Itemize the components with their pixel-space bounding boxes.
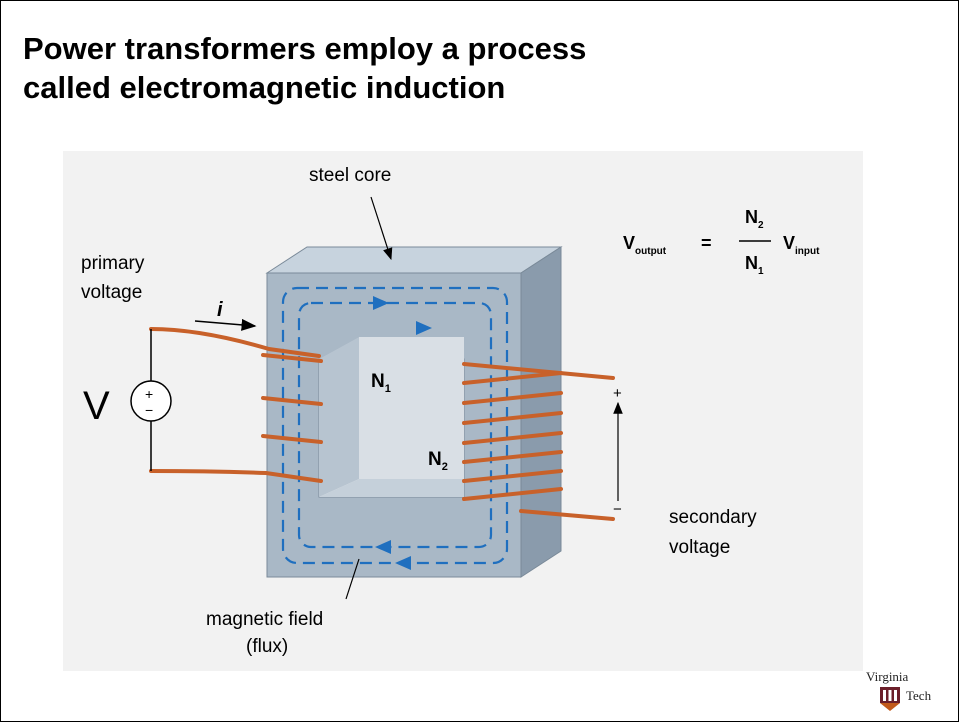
flux-label-line1: magnetic field: [206, 609, 323, 630]
equation-numerator: N2: [745, 207, 764, 231]
equation-equals: =: [701, 233, 712, 253]
title-line-1: Power transformers employ a process: [23, 31, 587, 66]
primary-turn: [261, 353, 323, 363]
primary-lead-top: [149, 327, 321, 358]
equation-denominator: N1: [745, 253, 764, 277]
current-symbol: i: [217, 299, 223, 321]
logo-word-tech: Tech: [906, 688, 932, 703]
secondary-turn: [462, 391, 563, 405]
primary-voltage-label-line1: primary: [81, 253, 145, 274]
secondary-turn: [462, 469, 563, 483]
flux-label-line2: (flux): [246, 636, 288, 657]
secondary-voltage-label-line1: secondary: [669, 507, 757, 528]
primary-lead-bottom: [149, 469, 323, 483]
flux-arrow-bottom-outer: [395, 556, 411, 570]
n2-label: N2: [428, 449, 448, 473]
title-line-2: called electromagnetic induction: [23, 70, 506, 105]
voltage-source-circle: [130, 380, 172, 422]
secondary-lead-top: [462, 362, 615, 380]
secondary-minus: −: [613, 501, 622, 518]
current-arrow: [194, 318, 257, 331]
secondary-turn: [462, 371, 563, 385]
flux-arrow-top-inner: [416, 321, 432, 335]
primary-turn: [261, 434, 323, 444]
steel-core: [265, 246, 563, 578]
secondary-turn: [462, 487, 563, 501]
equation-rhs: Vinput: [783, 233, 820, 257]
flux-path-outer: [281, 286, 509, 565]
turns-ratio-equation: Voutput = N2 N1 Vinput: [623, 207, 820, 277]
slide-title: Power transformers employ a process call…: [23, 29, 586, 107]
secondary-lead-bottom: [519, 509, 615, 521]
flux-path-inner: [297, 301, 493, 549]
n1-label: N1: [371, 371, 391, 395]
secondary-voltage-label-line2: voltage: [669, 537, 730, 558]
primary-turn: [261, 396, 323, 406]
window-back: [359, 337, 464, 479]
steel-core-leader: [370, 196, 393, 261]
source-plus: +: [145, 386, 153, 402]
secondary-turn: [462, 450, 563, 464]
logo-word-virginia: Virginia: [866, 669, 909, 684]
source-minus: −: [145, 402, 153, 418]
secondary-turn: [462, 431, 563, 445]
primary-circuit: [130, 318, 257, 471]
virginia-tech-logo: Virginia Tech: [866, 669, 956, 715]
secondary-coil: [462, 362, 615, 521]
primary-coil: [149, 327, 323, 483]
magnetic-flux-paths: [281, 286, 509, 565]
steel-core-label: steel core: [309, 165, 391, 186]
primary-voltage-label-line2: voltage: [81, 282, 142, 303]
window-bottom-inner: [319, 479, 464, 497]
secondary-plus: +: [613, 385, 622, 402]
flux-leader: [345, 558, 360, 600]
flux-arrow-top-outer: [373, 296, 389, 310]
window-left-inner: [319, 337, 359, 497]
logo-emblem-icon: [880, 687, 900, 711]
source-voltage-symbol: V: [83, 384, 110, 428]
flux-arrows: [373, 296, 432, 570]
flux-arrow-bottom-inner: [375, 540, 391, 554]
core-top-face: [265, 246, 563, 274]
equation-lhs: Voutput: [623, 233, 667, 257]
secondary-turn: [462, 411, 563, 425]
